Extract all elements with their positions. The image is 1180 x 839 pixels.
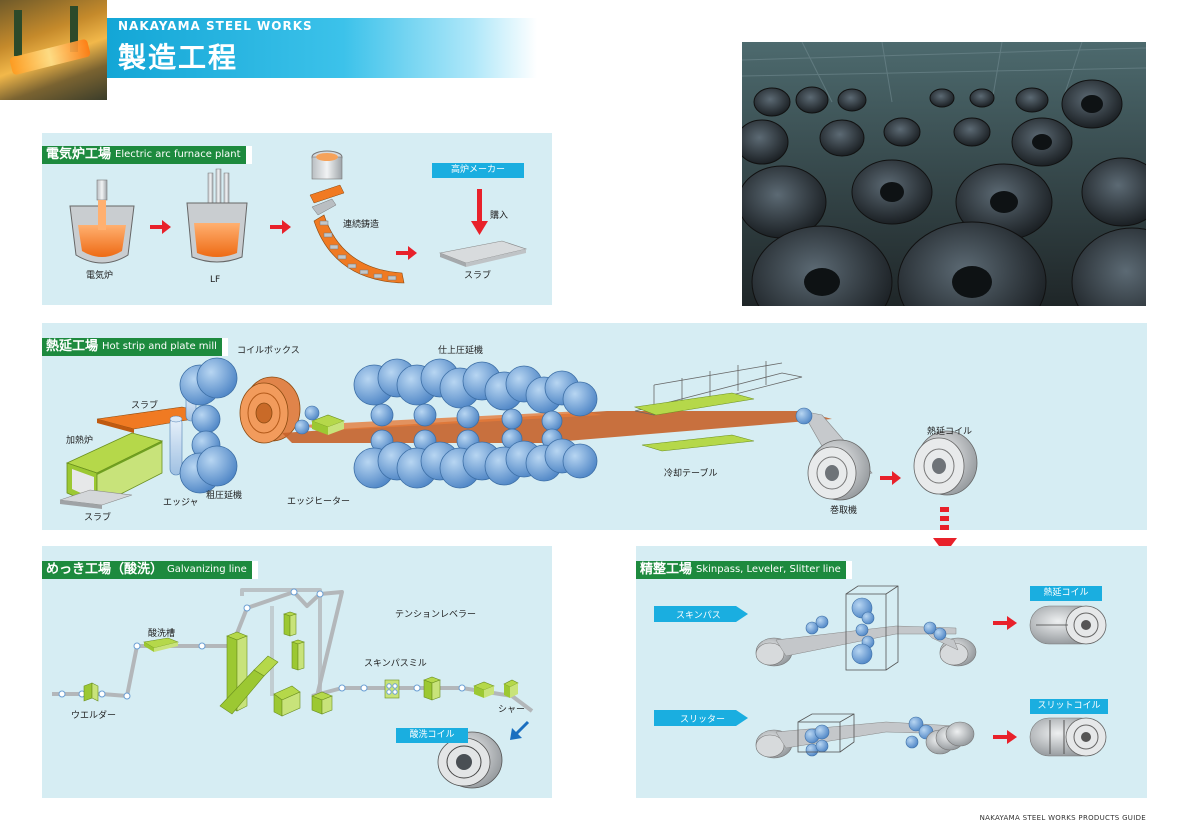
label-skinpass: スキンパス — [676, 611, 721, 621]
hot-coil-icon — [913, 430, 978, 496]
arrow-down-icon — [471, 189, 488, 235]
finishing-title-en: Skinpass, Leveler, Slitter line — [696, 561, 846, 579]
arrow-right-icon — [270, 220, 291, 234]
label-electric-furnace: 電気炉 — [86, 271, 114, 281]
tag-pickled-coil: 酸洗コイル — [396, 728, 468, 743]
label-pickling-tank: 酸洗槽 — [148, 629, 176, 639]
label-slab-bottom: スラブ — [84, 513, 112, 523]
label-continuous-casting: 連続鋳造 — [343, 220, 380, 230]
label-finishing-mill: 仕上圧延機 — [438, 346, 484, 356]
finishing-title-jp: 精整工場 — [636, 561, 697, 579]
label-welder: ウエルダー — [71, 711, 117, 721]
arrow-right-icon — [880, 471, 901, 485]
electric-furnace-icon — [69, 179, 135, 264]
tag-finished-hot-coil: 熱延コイル — [1030, 586, 1102, 601]
finished-hot-coil-icon — [1029, 605, 1107, 645]
shear-icon — [503, 679, 519, 698]
brand-name: NAKAYAMA STEEL WORKS — [118, 19, 313, 33]
slitter-line-icon — [755, 713, 975, 759]
arrow-right-icon — [150, 220, 171, 234]
slab-icon — [438, 240, 528, 267]
roughing-mill-rolls — [179, 357, 238, 494]
label-skinpass-mill: スキンパスミル — [364, 659, 427, 669]
tag-slit-coil: スリットコイル — [1030, 699, 1108, 714]
dashed-arrow-down-icon — [940, 507, 949, 530]
finishing-diagram — [654, 585, 1107, 759]
galvanizing-section-label: めっき工場（酸洗） Galvanizing line — [42, 561, 258, 579]
label-shear: シャー — [498, 705, 526, 715]
page-title: 製造工程 — [118, 41, 239, 74]
slitter-ribbon — [654, 710, 748, 726]
label-roughing-mill: 粗圧延機 — [206, 491, 243, 501]
header-photo-post — [70, 6, 78, 52]
hot-strip-section-label: 熱延工場 Hot strip and plate mill — [42, 338, 228, 356]
label-purchase: 購入 — [490, 211, 509, 221]
label-cooling-table: 冷却テーブル — [664, 469, 718, 479]
coiler-icon — [807, 439, 871, 501]
continuous-casting-icon — [309, 150, 405, 284]
hot-strip-band — [302, 411, 602, 431]
label-edge-heater: エッジヒーター — [287, 497, 351, 507]
header-band — [107, 18, 537, 78]
cooling-table-icon — [633, 361, 803, 452]
label-lf: LF — [210, 275, 221, 285]
label-tension-leveler: テンションレベラー — [395, 610, 477, 620]
arrow-down-left-icon — [510, 720, 530, 740]
ladle-furnace-icon — [186, 168, 248, 263]
coil-warehouse-photo — [742, 42, 1146, 306]
galvanizing-diagram — [52, 588, 534, 789]
hot-strip-diagram — [59, 357, 978, 530]
finishing-section-label: 精整工場 Skinpass, Leveler, Slitter line — [636, 561, 852, 579]
hot-strip-title-jp: 熱延工場 — [42, 338, 103, 356]
tension-leveler-icon — [423, 676, 495, 701]
tag-blast-furnace-maker: 高炉メーカー — [432, 163, 524, 178]
arrow-right-icon — [396, 246, 417, 260]
eaf-diagram — [69, 150, 528, 284]
eaf-title-jp: 電気炉工場 — [42, 146, 116, 164]
label-slab: スラブ — [464, 271, 492, 281]
slab-bottom-icon — [59, 489, 133, 509]
label-coiler: 巻取機 — [830, 506, 858, 516]
edge-heater-icon — [294, 405, 345, 435]
welder-icon — [83, 682, 99, 702]
eaf-section-label: 電気炉工場 Electric arc furnace plant — [42, 146, 252, 164]
footer-text: NAKAYAMA STEEL WORKS PRODUCTS GUIDE — [979, 814, 1146, 822]
coil-box-icon — [239, 376, 301, 444]
skinpass-ribbon — [654, 606, 748, 622]
label-coil-box: コイルボックス — [237, 346, 300, 356]
looper-tower-icon — [219, 611, 333, 717]
eaf-title-en: Electric arc furnace plant — [115, 146, 246, 164]
galvanizing-title-jp: めっき工場（酸洗） — [42, 561, 168, 579]
hot-strip-title-en: Hot strip and plate mill — [102, 338, 222, 356]
pickling-tank-icon — [143, 637, 179, 652]
header-photo — [0, 0, 107, 100]
pickled-coil-icon — [437, 731, 503, 789]
pinch-roll-icon — [795, 407, 813, 425]
skinpass-mill-icon — [384, 679, 400, 699]
label-reheating-furnace: 加熱炉 — [66, 436, 94, 446]
header-photo-post — [14, 10, 22, 56]
slit-coil-icon — [1029, 717, 1107, 757]
label-edger: エッジャ — [163, 498, 199, 508]
arrow-right-icon — [993, 730, 1017, 744]
label-hot-coil: 熱延コイル — [927, 427, 973, 437]
arrow-right-icon — [993, 616, 1017, 630]
coil-rows — [742, 79, 1146, 306]
skinpass-line-icon — [755, 585, 977, 671]
galvanizing-title-en: Galvanizing line — [167, 561, 252, 579]
label-slab-top: スラブ — [131, 401, 159, 411]
label-slitter: スリッター — [680, 715, 726, 725]
finishing-mill-rolls — [353, 358, 598, 489]
